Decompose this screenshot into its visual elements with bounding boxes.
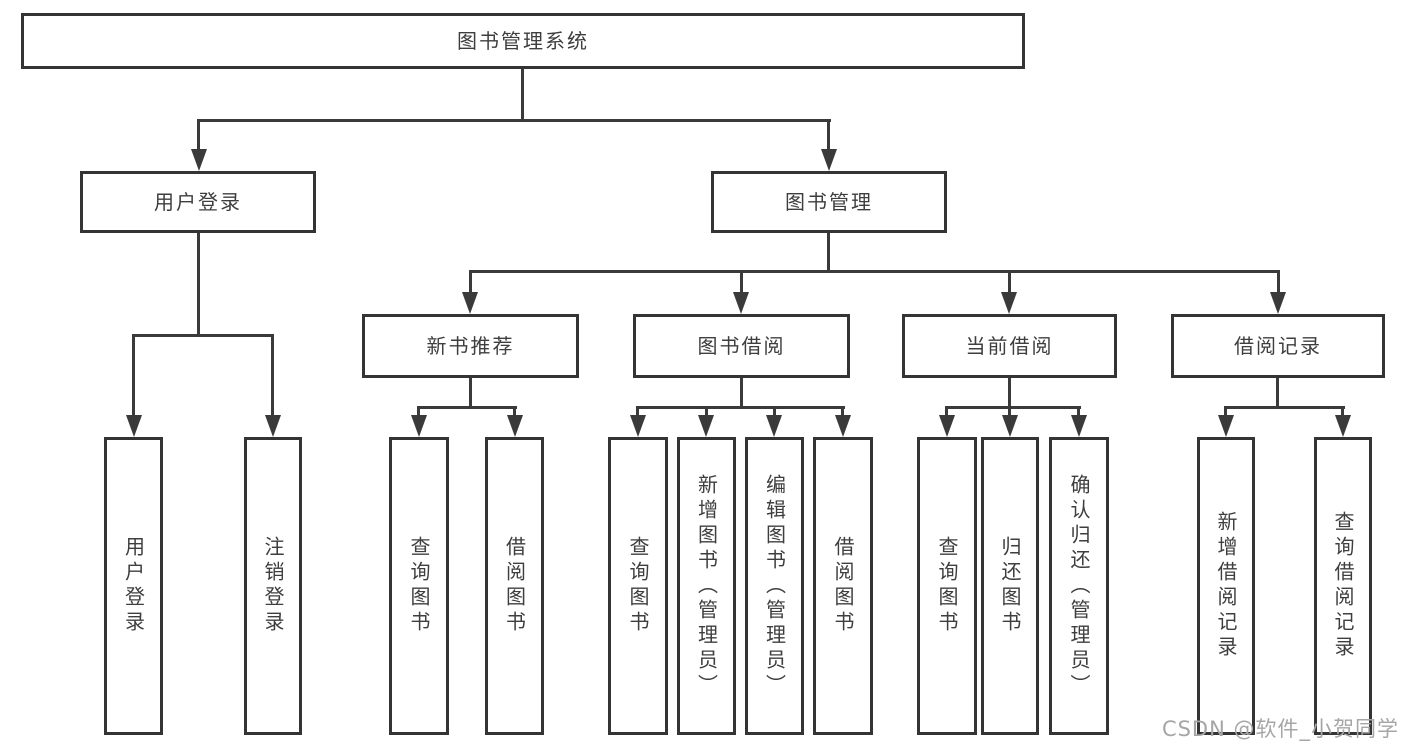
connector-line bbox=[1224, 406, 1345, 409]
connector-line bbox=[197, 233, 200, 336]
connector-line bbox=[417, 406, 420, 417]
connector-line bbox=[636, 406, 639, 417]
leaf-confirm-return-admin: 确认归还（管理员） bbox=[1049, 437, 1109, 735]
node-book-borrow: 图书借阅 bbox=[633, 314, 850, 378]
leaf-query-books-current: 查询图书 bbox=[917, 437, 977, 735]
arrow-down-icon bbox=[733, 292, 749, 314]
connector-line bbox=[132, 334, 274, 337]
connector-line bbox=[197, 119, 831, 122]
node-new-book-recommend: 新书推荐 bbox=[362, 314, 579, 378]
connector-line bbox=[1277, 270, 1280, 294]
arrow-down-icon bbox=[507, 415, 523, 437]
connector-line bbox=[1077, 406, 1080, 417]
leaf-borrow-books: 借阅图书 bbox=[813, 437, 873, 735]
leaf-query-books-borrow: 查询图书 bbox=[608, 437, 668, 735]
connector-line bbox=[469, 270, 472, 294]
arrow-down-icon bbox=[766, 415, 782, 437]
connector-line bbox=[1276, 378, 1279, 407]
connector-line bbox=[1341, 406, 1344, 417]
node-user-login: 用户登录 bbox=[80, 171, 316, 233]
connector-line bbox=[521, 69, 524, 120]
connector-line bbox=[827, 233, 830, 271]
connector-line bbox=[841, 406, 844, 417]
arrow-down-icon bbox=[1335, 415, 1351, 437]
leaf-return-book: 归还图书 bbox=[981, 437, 1039, 735]
leaf-user-login: 用户登录 bbox=[104, 437, 163, 735]
arrow-down-icon bbox=[1218, 415, 1234, 437]
connector-line bbox=[827, 119, 830, 151]
node-book-management: 图书管理 bbox=[711, 171, 947, 233]
leaf-query-borrow-record: 查询借阅记录 bbox=[1314, 437, 1372, 735]
leaf-logout: 注销登录 bbox=[244, 437, 302, 735]
connector-line bbox=[513, 406, 516, 417]
arrow-down-icon bbox=[630, 415, 646, 437]
arrow-down-icon bbox=[698, 415, 714, 437]
leaf-query-books-recommend: 查询图书 bbox=[389, 437, 449, 735]
connector-line bbox=[636, 406, 845, 409]
arrow-down-icon bbox=[1270, 292, 1286, 314]
connector-line bbox=[740, 378, 743, 407]
arrow-down-icon bbox=[1071, 415, 1087, 437]
connector-line bbox=[740, 270, 743, 294]
arrow-down-icon bbox=[191, 149, 207, 171]
watermark: CSDN @软件_小贺同学 bbox=[1161, 717, 1399, 741]
node-library-system: 图书管理系统 bbox=[21, 13, 1025, 69]
connector-line bbox=[197, 119, 200, 151]
connector-line bbox=[945, 406, 1081, 409]
arrow-down-icon bbox=[1001, 292, 1017, 314]
connector-line bbox=[469, 378, 472, 407]
leaf-borrow-books-recommend: 借阅图书 bbox=[485, 437, 544, 735]
connector-line bbox=[132, 334, 135, 416]
arrow-down-icon bbox=[835, 415, 851, 437]
arrow-down-icon bbox=[411, 415, 427, 437]
arrow-down-icon bbox=[126, 415, 142, 437]
connector-line bbox=[1008, 378, 1011, 407]
connector-line bbox=[945, 406, 948, 417]
connector-line bbox=[469, 270, 1280, 273]
node-current-borrow: 当前借阅 bbox=[902, 314, 1117, 378]
arrow-down-icon bbox=[939, 415, 955, 437]
leaf-add-borrow-record: 新增借阅记录 bbox=[1197, 437, 1255, 735]
arrow-down-icon bbox=[821, 149, 837, 171]
arrow-down-icon bbox=[265, 415, 281, 437]
leaf-add-book-admin: 新增图书（管理员） bbox=[677, 437, 736, 735]
node-borrow-records: 借阅记录 bbox=[1171, 314, 1385, 378]
arrow-down-icon bbox=[1002, 415, 1018, 437]
connector-line bbox=[1008, 270, 1011, 294]
connector-line bbox=[417, 406, 517, 409]
arrow-down-icon bbox=[462, 292, 478, 314]
connector-line bbox=[773, 406, 776, 417]
leaf-edit-book-admin: 编辑图书（管理员） bbox=[745, 437, 804, 735]
connector-line bbox=[1008, 406, 1011, 417]
connector-line bbox=[705, 406, 708, 417]
connector-line bbox=[1224, 406, 1227, 417]
connector-line bbox=[271, 334, 274, 416]
